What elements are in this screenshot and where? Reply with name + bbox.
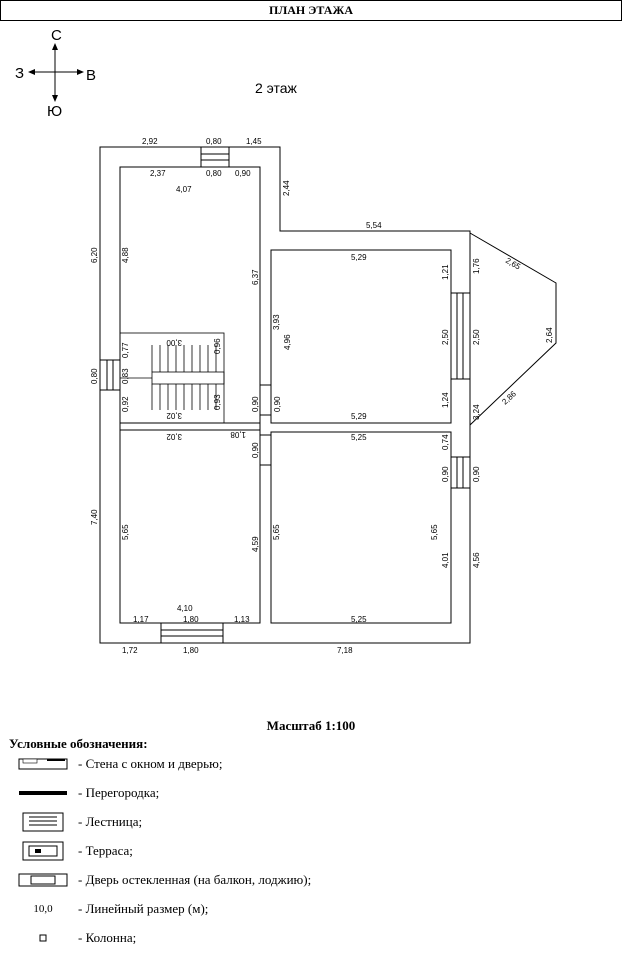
dim-left-bottom-int: 5,65 [121, 524, 130, 540]
staircase [119, 332, 225, 424]
dim-notch-depth: 2,44 [282, 180, 291, 196]
dim-ext-right-lower: 4,56 [472, 552, 481, 568]
legend-item-stairs: - Лестница; [10, 810, 142, 834]
legend-item-dimension: 10,0 - Линейный размер (м); [10, 897, 208, 921]
dim-room-tr-height: 4,96 [283, 334, 292, 350]
dim-room-br-width-top: 5,25 [351, 433, 367, 442]
dim-stair-bottom: 3,02 [166, 411, 182, 420]
dim-room-br-height: 5,65 [430, 524, 439, 540]
legend-item-wall: - Стена с окном и дверью; [10, 752, 222, 776]
dim-stair-under: 3,02 [166, 432, 182, 441]
dim-left-top-int: 4,88 [121, 247, 130, 263]
dim-in-bottom-left: 1,17 [133, 615, 149, 624]
legend-label-dimension: - Линейный размер (м); [78, 901, 209, 916]
legend-label-partition: - Перегородка; [78, 785, 160, 800]
dim-right-window: 2,50 [441, 329, 450, 345]
legend-item-partition: - Перегородка; [10, 781, 159, 805]
dim-in-top-left: 2,37 [150, 169, 166, 178]
compass-north: С [51, 27, 62, 44]
dim-left-bottom-ext: 7,40 [90, 509, 99, 525]
dim-in-top-right: 0,90 [235, 169, 251, 178]
compass-south: Ю [47, 103, 62, 120]
dim-right-window-bottom: 1,24 [441, 392, 450, 408]
dim-room-tr-height-left: 3,93 [272, 314, 281, 330]
dim-room-br-window-bottom: 4,01 [441, 552, 450, 568]
dim-room-br-window-top: 0,74 [441, 434, 450, 450]
dimension-sample: 10,0 [10, 897, 76, 921]
dim-in-bottom-window: 1,80 [183, 615, 199, 624]
dim-room-bl-height: 4,59 [251, 536, 260, 552]
compass-west: З [15, 65, 24, 82]
column-icon [10, 926, 76, 950]
dim-stair-left-1: 0,77 [121, 342, 130, 358]
dim-wall-center-top: 6,37 [251, 269, 260, 285]
dim-bottom-right: 7,18 [337, 646, 353, 655]
legend-label-terrace: - Терраса; [78, 843, 133, 858]
dim-room-br-height-left: 5,65 [272, 524, 281, 540]
floor-plan: С Ю З В 2 этаж [15, 27, 557, 655]
dim-left-window: 0,80 [90, 368, 99, 384]
dim-top-left: 2,92 [142, 137, 158, 146]
dim-bay-bottom: 2,86 [500, 389, 518, 406]
openings [99, 146, 471, 644]
dim-bottom-left: 1,72 [122, 646, 138, 655]
header-title: ПЛАН ЭТАЖА [268, 3, 354, 17]
compass-east: В [86, 67, 96, 84]
legend-item-glazed-door: - Дверь остекленная (на балкон, лоджию); [10, 868, 311, 892]
legend-item-terrace: - Терраса; [10, 839, 133, 863]
legend-title: Условные обозначения: [9, 736, 148, 751]
dim-ext-right-top: 1,76 [472, 258, 481, 274]
dim-room-width-top: 4,07 [176, 185, 192, 194]
outer-walls [99, 146, 471, 644]
legend-label-column: - Колонна; [78, 930, 137, 945]
dim-door-center-right: 0,90 [273, 396, 282, 412]
dim-left-top-ext: 6,20 [90, 247, 99, 263]
dim-top-window: 0,80 [206, 137, 222, 146]
dim-stair-top: 3,00 [166, 338, 182, 347]
dim-room-bl-width: 4,10 [177, 604, 193, 613]
glazed-door-icon [10, 868, 76, 892]
dim-room-br-bottom: 5,25 [351, 615, 367, 624]
floor-label: 2 этаж [255, 80, 298, 96]
legend-item-column: - Колонна; [10, 926, 136, 950]
dim-stair-door: 1,08 [230, 430, 246, 439]
stairs-icon [10, 810, 76, 834]
dim-bay-top: 2,65 [504, 256, 522, 272]
dim-stair-right-2: 0,93 [213, 394, 222, 410]
dim-door-lower: 0,90 [251, 442, 260, 458]
compass: С Ю З В [15, 27, 96, 120]
dim-stair-left-2: 0,83 [121, 368, 130, 384]
terrace-icon [10, 839, 76, 863]
dim-ext-right-window: 2,50 [472, 329, 481, 345]
dim-stair-left-3: 0,92 [121, 396, 130, 412]
wall-with-window-icon [10, 752, 76, 776]
dim-in-top-window: 0,80 [206, 169, 222, 178]
dim-right-window-top: 1,21 [441, 264, 450, 280]
bay-balcony [469, 232, 557, 426]
legend-label-glazed-door: - Дверь остекленная (на балкон, лоджию); [78, 872, 312, 887]
dim-ext-right-bottom: 3,24 [472, 404, 481, 420]
dim-right-top: 5,54 [366, 221, 382, 230]
dim-in-bottom-right: 1,13 [234, 615, 250, 624]
dim-stair-right-1: 0,96 [213, 338, 222, 354]
dim-bay-side: 2,64 [545, 327, 554, 343]
legend-label-stairs: - Лестница; [78, 814, 143, 829]
dim-bottom-window: 1,80 [183, 646, 199, 655]
dim-ext-right-lower-window: 0,90 [472, 466, 481, 482]
dimension-sample-value: 10,0 [33, 903, 53, 915]
dim-door-center: 0,90 [251, 396, 260, 412]
dim-room-br-window: 0,90 [441, 466, 450, 482]
legend-label-wall: - Стена с окном и дверью; [78, 756, 223, 771]
partition-icon [10, 781, 76, 805]
dim-top-right: 1,45 [246, 137, 262, 146]
scale-label: Масштаб 1:100 [266, 718, 356, 733]
dim-room-tr-width: 5,29 [351, 253, 367, 262]
dim-room-tr-bottom: 5,29 [351, 412, 367, 421]
